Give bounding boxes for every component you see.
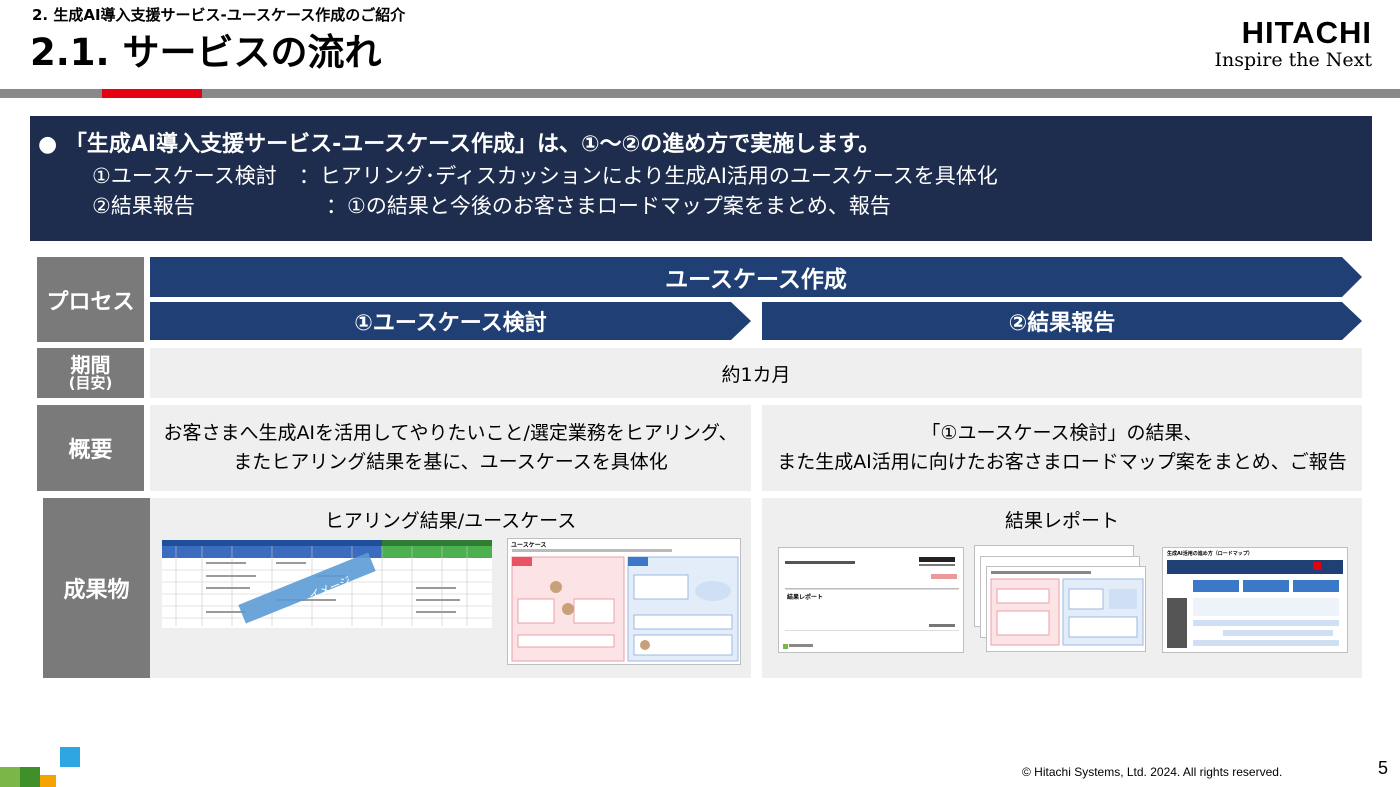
section-subtitle: 2. 生成AI導入支援サービス-ユースケース作成のご紹介: [32, 6, 406, 24]
row-header-period: 期間 (目安): [37, 348, 144, 398]
row-header-period-sub: (目安): [68, 373, 113, 392]
summary-step-1: お客さまへ生成AIを活用してやりたいこと/選定業務をヒアリング、 またヒアリング…: [150, 405, 751, 491]
row-header-period-label: 期間: [70, 352, 111, 377]
row-header-summary: 概要: [37, 405, 144, 491]
copyright: © Hitachi Systems, Ltd. 2024. All rights…: [1022, 765, 1283, 779]
summary-step-1-line-1: お客さまへ生成AIを活用してやりたいこと/選定業務をヒアリング、: [163, 422, 738, 444]
use-case-thumbnail: ユースケース: [507, 538, 741, 665]
header-rule-accent: [102, 89, 202, 98]
banner-line-1-text: 「生成AI導入支援サービス-ユースケース作成」は、①～②の進め方で実施します。: [64, 132, 881, 157]
report-cover-title: 結果レポート: [787, 594, 824, 601]
roadmap-thumbnail: 生成AI活用の進め方（ロードマップ）: [1162, 547, 1348, 653]
banner-line-3-text: ：①の結果と今後のお客さまロードマップ案をまとめ、報告: [326, 194, 891, 218]
page-number: 5: [1378, 758, 1389, 778]
report-cover-thumbnail: 結果レポート: [778, 547, 964, 653]
logo-brand: HITACHI: [1241, 15, 1372, 50]
banner-line-2-text: ：ヒアリング･ディスカッションにより生成AI活用のユースケースを具体化: [298, 164, 998, 188]
page-title: 2.1. サービスの流れ: [30, 31, 382, 74]
summary-step-1-line-2: またヒアリング結果を基に、ユースケースを具体化: [233, 451, 668, 473]
report-cover-image: [783, 557, 959, 649]
process-arrow-step-1: ①ユースケース検討: [150, 302, 751, 340]
report-pages-thumbnail-front: [986, 566, 1146, 652]
output-step-2: 結果レポート 結果レポート 生成AI活用の進め: [762, 498, 1362, 678]
banner-line-2: ①ユースケース検討 ：ヒアリング･ディスカッションにより生成AI活用のユースケース…: [92, 161, 1372, 191]
banner-line-1: ● 「生成AI導入支援サービス-ユースケース作成」は、①～②の進め方で実施します…: [38, 129, 1372, 161]
use-case-image: [511, 549, 739, 662]
banner-line-2-label: ①ユースケース検討: [92, 164, 277, 188]
hitachi-systems-mark-icon: [0, 747, 80, 787]
banner-line-3-label: ②結果報告: [92, 194, 195, 218]
header-rule: [0, 89, 1400, 98]
hearing-sheet-image: [162, 540, 492, 626]
row-header-process: プロセス: [37, 257, 144, 342]
logo-tagline: Inspire the Next: [1214, 49, 1372, 71]
roadmap-thumbnail-title: 生成AI活用の進め方（ロードマップ）: [1167, 551, 1253, 557]
hearing-sheet-thumbnail: [162, 540, 492, 628]
summary-step-2-line-1: 「①ユースケース検討」の結果、: [921, 422, 1203, 444]
banner-line-3: ②結果報告 ：①の結果と今後のお客さまロードマップ案をまとめ、報告: [92, 191, 1372, 221]
report-pages-image: [990, 571, 1144, 646]
output-step-1: ヒアリング結果/ユースケース: [150, 498, 751, 678]
period-cell: 約1カ月: [150, 348, 1362, 398]
hitachi-logo: HITACHI Inspire the Next: [1214, 15, 1372, 72]
summary-banner: ● 「生成AI導入支援サービス-ユースケース作成」は、①～②の進め方で実施します…: [30, 116, 1372, 241]
summary-step-2: 「①ユースケース検討」の結果、 また生成AI活用に向けたお客さまロードマップ案を…: [762, 405, 1362, 491]
roadmap-image: [1167, 560, 1343, 648]
bullet-icon: ●: [38, 132, 58, 157]
process-arrow-main: ユースケース作成: [150, 257, 1362, 297]
row-header-output: 成果物: [43, 498, 150, 678]
use-case-thumbnail-title: ユースケース: [511, 542, 547, 549]
output-step-1-label: ヒアリング結果/ユースケース: [324, 510, 577, 532]
process-arrow-step-2: ②結果報告: [762, 302, 1362, 340]
summary-step-2-line-2: また生成AI活用に向けたお客さまロードマップ案をまとめ、ご報告: [777, 451, 1347, 473]
output-step-2-label: 結果レポート: [1004, 510, 1119, 532]
